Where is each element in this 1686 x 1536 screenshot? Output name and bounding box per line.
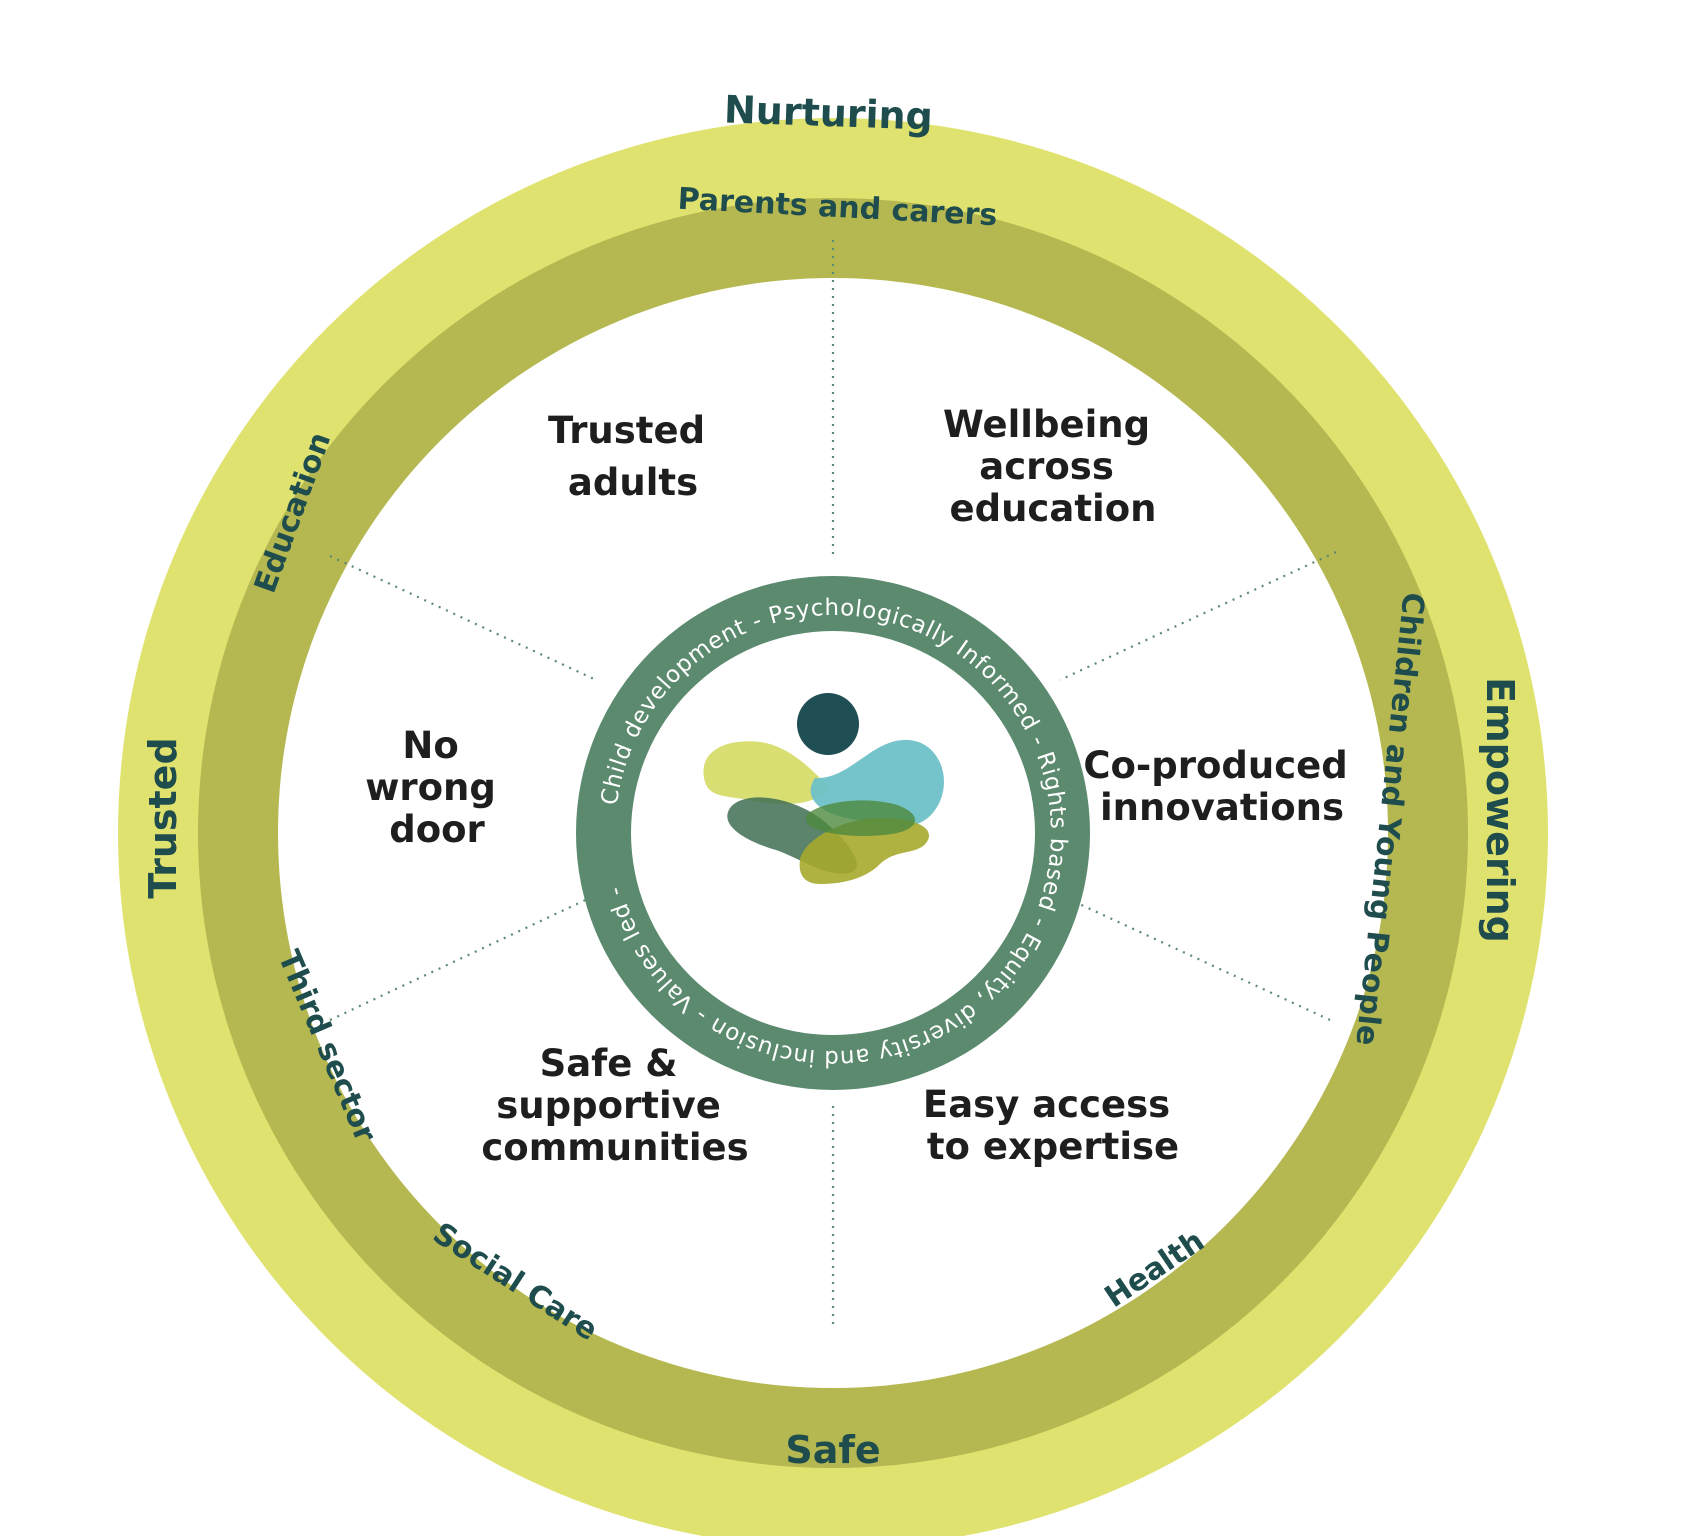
segment-co-produced-line2: innovations — [1100, 786, 1344, 829]
logo-blob-olive — [799, 818, 929, 884]
outer-label-right: Empowering — [1478, 677, 1522, 943]
segment-trusted-adults-line2: adults — [568, 461, 698, 504]
outer-label-bottom: Safe — [785, 1428, 880, 1472]
segment-co-produced-innovations: Co-produced innovations — [1083, 744, 1360, 829]
divider-upper-right — [1059, 551, 1337, 681]
segment-wellbeing-line1: Wellbeing — [943, 403, 1150, 446]
segment-no-wrong-door-line3: door — [389, 808, 485, 851]
segment-wellbeing-line3: education — [950, 487, 1157, 530]
outer-label-top: Nurturing — [723, 87, 933, 138]
divider-lower-right — [1059, 894, 1331, 1021]
logo — [703, 693, 944, 884]
segment-easy-access-line2: to expertise — [927, 1125, 1179, 1168]
segment-safe-line3: communities — [481, 1126, 748, 1169]
segment-no-wrong-door: No wrong door — [365, 724, 509, 851]
segment-co-produced-line1: Co-produced — [1083, 744, 1347, 787]
divider-upper-left — [329, 555, 597, 681]
logo-blob-green — [805, 800, 916, 836]
segment-trusted-adults-line1: Trusted — [548, 409, 705, 452]
segment-dividers — [329, 240, 1337, 1330]
segment-easy-access: Easy access to expertise — [923, 1083, 1183, 1168]
segment-safe-supportive: Safe & supportive communities — [481, 1042, 748, 1169]
segment-no-wrong-door-line1: No — [402, 724, 458, 767]
segment-safe-line2: supportive — [496, 1084, 721, 1127]
outer-label-left: Trusted — [141, 737, 185, 898]
segment-trusted-adults: Trusted adults — [548, 409, 718, 504]
segment-wellbeing-line2: across — [979, 445, 1114, 488]
segment-wellbeing-across-education: Wellbeing across education — [943, 403, 1163, 530]
divider-lower-left — [329, 894, 597, 1021]
segment-easy-access-line1: Easy access — [923, 1083, 1170, 1126]
segment-no-wrong-door-line2: wrong — [365, 766, 496, 809]
logo-blob-yellow — [703, 741, 830, 805]
logo-head — [797, 693, 859, 755]
segment-safe-line1: Safe & — [540, 1042, 678, 1085]
